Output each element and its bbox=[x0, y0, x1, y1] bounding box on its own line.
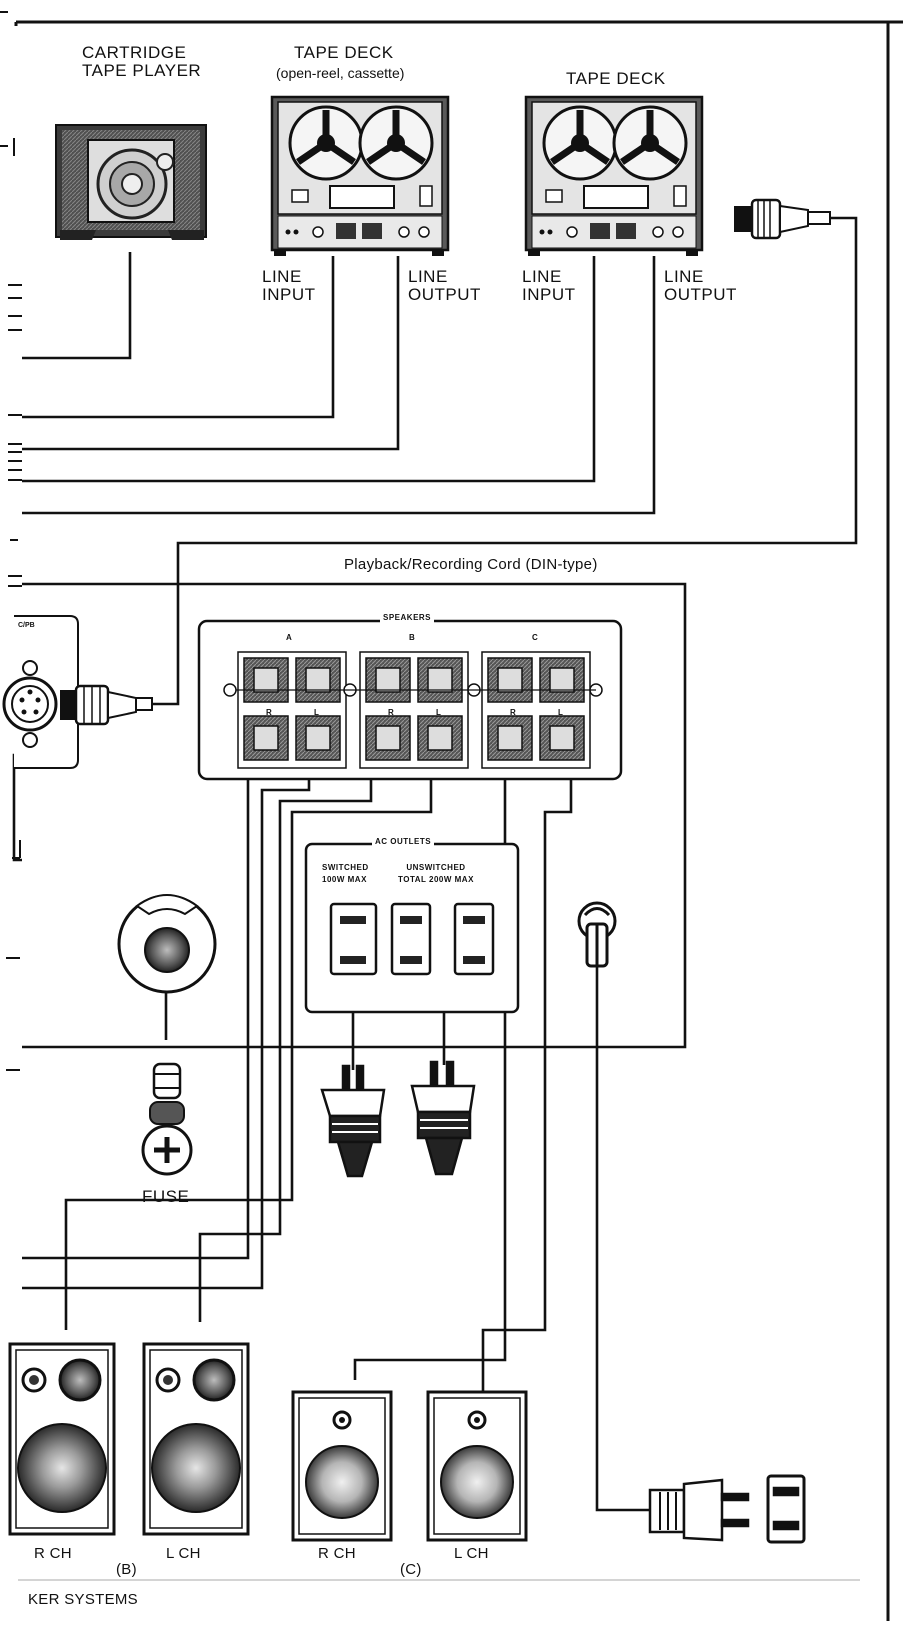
rec-pb-label: C/PB bbox=[18, 622, 35, 629]
speaker-c-l-label: L CH bbox=[454, 1545, 489, 1562]
speaker-terminal-a-l-top bbox=[295, 657, 341, 703]
left-edge-ticks bbox=[0, 11, 22, 1071]
deck2-line-output-label: LINE OUTPUT bbox=[664, 267, 737, 305]
ac-outlets-panel bbox=[304, 842, 520, 1014]
tape-deck-1-device bbox=[270, 95, 450, 256]
tape-deck-1-label: TAPE DECK bbox=[294, 43, 394, 62]
terminal-b-l-label: L bbox=[436, 708, 442, 717]
outer-frame bbox=[14, 20, 903, 1621]
speaker-b-l-label: L CH bbox=[166, 1545, 201, 1562]
speaker-cabinet-c-right bbox=[291, 1390, 393, 1542]
speaker-terminal-panel bbox=[197, 619, 623, 781]
speaker-terminal-screw bbox=[305, 667, 331, 693]
group-b-label: (B) bbox=[116, 1561, 137, 1578]
cartridge-player-device bbox=[55, 124, 207, 240]
terminal-c-l-label: L bbox=[558, 708, 564, 717]
din-socket-panel bbox=[2, 615, 153, 769]
ac-plug-switched bbox=[320, 1064, 386, 1178]
speaker-terminal-screw bbox=[253, 725, 279, 751]
unswitched-outlet-label: UNSWITCHED TOTAL 200W MAX bbox=[398, 863, 474, 884]
speaker-terminal-b-r-top bbox=[365, 657, 411, 703]
group-c-label: (C) bbox=[400, 1561, 422, 1578]
ac-outlets-label: AC OUTLETS bbox=[372, 837, 435, 847]
speaker-terminal-screw bbox=[375, 667, 401, 693]
terminal-a-r-label: R bbox=[266, 708, 273, 717]
ac-plug-unswitched bbox=[410, 1060, 476, 1176]
speaker-cabinet-b-right bbox=[8, 1342, 116, 1536]
speaker-terminal-screw bbox=[305, 725, 331, 751]
wiring bbox=[12, 216, 858, 1512]
tape-deck-1-sublabel: (open-reel, cassette) bbox=[276, 65, 405, 81]
terminal-b-r-label: R bbox=[388, 708, 395, 717]
tape-deck-2-label: TAPE DECK bbox=[566, 69, 666, 88]
din-plug-deck bbox=[734, 198, 831, 240]
deck1-line-input-label: LINE INPUT bbox=[262, 267, 316, 305]
speaker-terminal-screw bbox=[549, 667, 575, 693]
speaker-cabinet-c-left bbox=[426, 1390, 528, 1542]
terminal-c-r-label: R bbox=[510, 708, 517, 717]
switched-outlet-label: SWITCHED 100W MAX bbox=[322, 863, 369, 884]
speaker-terminal-screw bbox=[253, 667, 279, 693]
ac-plugs bbox=[320, 1060, 476, 1178]
speaker-terminal-screw bbox=[375, 725, 401, 751]
speaker-terminal-c-r-top bbox=[487, 657, 533, 703]
speakers-panel-label: SPEAKERS bbox=[380, 613, 435, 623]
speaker-systems-caption: KER SYSTEMS bbox=[28, 1591, 138, 1608]
speaker-cabinets bbox=[8, 1342, 528, 1542]
speaker-terminal-screw bbox=[497, 667, 523, 693]
mains-plug bbox=[648, 1474, 806, 1544]
speaker-c-r-label: R CH bbox=[318, 1545, 356, 1562]
terminal-a-l-label: L bbox=[314, 708, 320, 717]
fuse-holder bbox=[117, 894, 217, 1176]
din-cord-label: Playback/Recording Cord (DIN-type) bbox=[344, 556, 598, 573]
speaker-terminal-screw bbox=[497, 725, 523, 751]
fuse-label: FUSE bbox=[142, 1187, 190, 1206]
cartridge-player-label: CARTRIDGE TAPE PLAYER bbox=[82, 43, 202, 81]
speaker-terminal-screw bbox=[549, 725, 575, 751]
tape-deck-2-device bbox=[524, 95, 704, 256]
speaker-terminal-screw bbox=[427, 667, 453, 693]
deck2-line-input-label: LINE INPUT bbox=[522, 267, 576, 305]
power-cord-grommet bbox=[577, 901, 617, 968]
speaker-group-c-label: C bbox=[532, 633, 539, 642]
speaker-group-a-label: A bbox=[286, 633, 293, 642]
speaker-group-b-label: B bbox=[409, 633, 416, 642]
speaker-cabinet-b-left bbox=[142, 1342, 250, 1536]
speaker-terminal-screw bbox=[427, 725, 453, 751]
speaker-b-r-label: R CH bbox=[34, 1545, 72, 1562]
deck1-line-output-label: LINE OUTPUT bbox=[408, 267, 481, 305]
